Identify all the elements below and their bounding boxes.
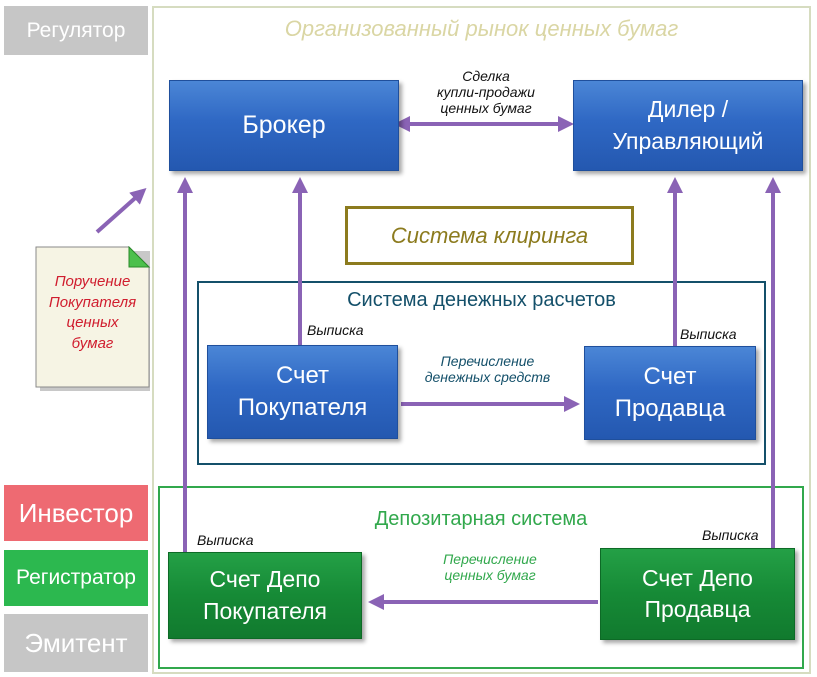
seller-account-box: Счет Продавца bbox=[584, 346, 756, 440]
regulator-label: Регулятор bbox=[4, 6, 148, 55]
order-line-3: ценных bbox=[66, 314, 119, 332]
depo-buyer-box: Счет Депо Покупателя bbox=[168, 552, 362, 639]
deal-line-2: купли-продажи bbox=[437, 84, 535, 101]
seller-account-line-2: Продавца bbox=[614, 395, 726, 422]
buyer-account-box: Счет Покупателя bbox=[207, 345, 398, 439]
money-transfer-label: Перечисление денежных средств bbox=[401, 353, 574, 385]
depo-seller-line-1: Счет Депо bbox=[642, 564, 753, 591]
securities-transfer-line-1: Перечисление bbox=[443, 551, 537, 567]
depo-system-frame bbox=[158, 486, 804, 669]
money-transfer-line-1: Перечисление bbox=[440, 353, 535, 369]
order-document bbox=[35, 246, 151, 391]
arrow-order-to-broker bbox=[95, 188, 147, 234]
emitent-label: Эмитент bbox=[4, 614, 148, 672]
dealer-line-2: Управляющий bbox=[612, 127, 764, 154]
depo-seller-box: Счет Депо Продавца bbox=[600, 548, 795, 640]
deal-line-3: ценных бумаг bbox=[440, 100, 532, 117]
securities-transfer-label: Перечисление ценных бумаг bbox=[410, 551, 570, 583]
registrar-label: Регистратор bbox=[4, 550, 148, 606]
securities-transfer-line-2: ценных бумаг bbox=[444, 567, 536, 584]
depo-buyer-line-1: Счет Депо bbox=[209, 566, 321, 593]
broker-box: Брокер bbox=[169, 80, 399, 171]
clearing-system-box: Система клиринга bbox=[345, 206, 634, 265]
order-line-2: Покупателя bbox=[48, 293, 137, 311]
seller-account-line-1: Счет bbox=[643, 362, 697, 390]
money-system-title: Система денежных расчетов bbox=[347, 289, 616, 311]
statement-label-depo-seller: Выписка bbox=[702, 527, 759, 543]
depo-buyer-line-2: Покупателя bbox=[202, 597, 328, 624]
investor-label: Инвестор bbox=[4, 485, 148, 541]
market-title: Организованный рынок ценных бумаг bbox=[284, 16, 679, 41]
deal-line-1: Сделка bbox=[462, 68, 510, 84]
market-frame bbox=[152, 6, 811, 674]
order-text: Поручение Покупателя ценных бумаг bbox=[35, 272, 150, 355]
money-transfer-line-2: денежных средств bbox=[424, 369, 551, 386]
deal-label: Сделка купли-продажи ценных бумаг bbox=[404, 68, 568, 116]
dealer-box: Дилер / Управляющий bbox=[573, 80, 803, 171]
order-line-4: бумаг bbox=[71, 335, 114, 353]
money-system-frame bbox=[197, 281, 766, 465]
depo-seller-line-2: Продавца bbox=[644, 596, 751, 622]
broker-label: Брокер bbox=[242, 110, 326, 139]
depo-system-title: Депозитарная система bbox=[374, 508, 588, 530]
buyer-account-line-2: Покупателя bbox=[237, 394, 368, 421]
statement-label-seller-account: Выписка bbox=[680, 326, 737, 342]
document-fold-icon bbox=[128, 246, 151, 268]
statement-label-buyer-account: Выписка bbox=[307, 322, 364, 338]
statement-label-depo-buyer: Выписка bbox=[197, 532, 254, 548]
buyer-account-line-1: Счет bbox=[275, 361, 330, 389]
clearing-system-label: Система клиринга bbox=[390, 222, 589, 248]
dealer-line-1: Дилер / bbox=[647, 96, 729, 123]
order-line-1: Поручение bbox=[54, 273, 131, 290]
